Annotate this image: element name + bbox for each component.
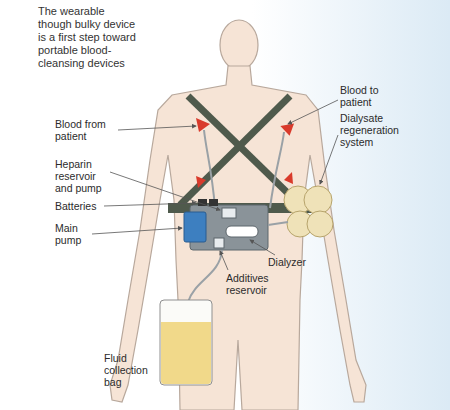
flow-arrow	[196, 118, 210, 132]
collection-bag	[160, 300, 212, 385]
sorbent-canister	[307, 211, 333, 237]
part-label: Dialysate regeneration system	[340, 112, 412, 148]
part-label: Blood to patient	[340, 84, 398, 108]
flow-arrow	[196, 176, 206, 188]
part-label: Additives reservoir	[226, 272, 288, 296]
leader-line	[104, 203, 196, 206]
leader-line	[118, 126, 196, 130]
leader-line	[320, 135, 338, 184]
head	[220, 20, 258, 70]
additives-reservoir	[214, 238, 224, 248]
leader-line	[288, 100, 338, 124]
heparin-reservoir	[222, 208, 236, 218]
part-label: Dialyzer	[268, 256, 328, 268]
leader-line	[250, 240, 275, 255]
leader-line	[220, 251, 228, 270]
drain-tube	[188, 250, 222, 302]
flow-arrow	[284, 172, 293, 184]
collected-fluid	[161, 322, 211, 384]
part-label: Fluid collection bag	[104, 352, 158, 388]
part-label: Heparin reservoir and pump	[55, 158, 110, 194]
tube	[270, 132, 284, 208]
part-label: Batteries	[55, 200, 115, 212]
main-pump	[184, 212, 206, 242]
caption-note: The wearable though bulky device is a fi…	[38, 5, 138, 70]
dialyzer	[226, 226, 258, 237]
sorbent-canister	[304, 186, 332, 214]
leader-line	[92, 228, 182, 234]
part-label: Blood from patient	[55, 118, 117, 142]
part-label: Main pump	[55, 222, 91, 246]
tube	[204, 130, 215, 208]
strap	[188, 96, 300, 205]
body-outline	[110, 66, 366, 410]
tube	[268, 222, 288, 225]
battery	[209, 199, 218, 206]
